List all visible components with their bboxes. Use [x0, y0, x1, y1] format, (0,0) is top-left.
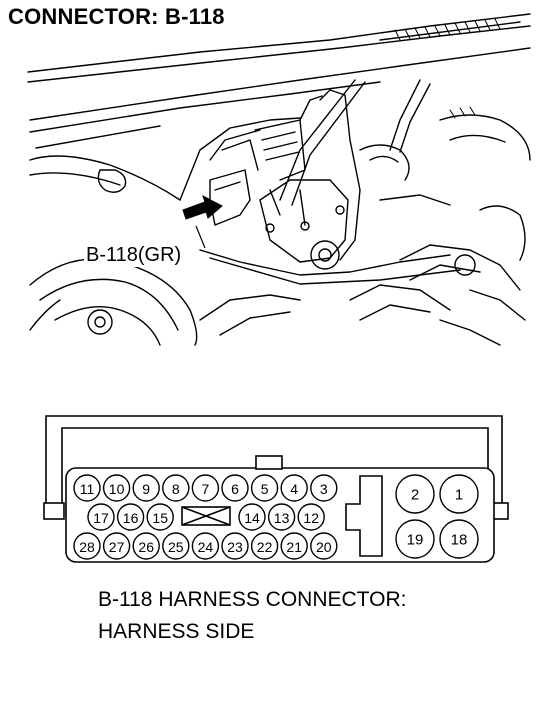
pin-label: 2 — [411, 487, 419, 504]
pin-13: 13 — [267, 503, 296, 531]
pin-10: 10 — [102, 474, 131, 502]
pin-2: 2 — [395, 474, 435, 514]
pin-label: 23 — [227, 539, 243, 555]
pin-label: 10 — [109, 481, 125, 497]
pin-27: 27 — [102, 532, 131, 560]
pin-26: 26 — [132, 532, 160, 560]
pin-11: 11 — [73, 474, 101, 502]
pin-5: 5 — [250, 474, 279, 502]
pin-label: 27 — [109, 539, 125, 555]
pin-label: 1 — [455, 487, 463, 504]
pin-label: 5 — [261, 481, 269, 497]
blanked-pin-cavity — [181, 506, 231, 526]
pin-24: 24 — [191, 532, 220, 560]
pin-label: 19 — [407, 532, 424, 549]
pin-7: 7 — [191, 474, 220, 502]
pin-label: 12 — [303, 510, 319, 526]
pin-20: 20 — [310, 532, 338, 560]
pin-1: 1 — [439, 474, 479, 514]
pin-label: 11 — [80, 481, 95, 497]
pin-label: 14 — [244, 510, 260, 526]
connector-caption: B-118 HARNESS CONNECTOR: HARNESS SIDE — [98, 584, 406, 648]
pin-28: 28 — [73, 532, 101, 560]
pin-label: 13 — [274, 510, 290, 526]
pin-15: 15 — [146, 503, 174, 531]
pin-16: 16 — [116, 503, 145, 531]
pin-17: 17 — [87, 503, 115, 531]
connector-housing — [45, 415, 503, 512]
pin-9: 9 — [132, 474, 160, 502]
pin-19: 19 — [395, 519, 435, 559]
pin-label: 15 — [152, 510, 168, 526]
connector-key — [255, 455, 283, 470]
pin-label: 28 — [79, 539, 95, 555]
pin-label: 25 — [168, 539, 184, 555]
pin-25: 25 — [162, 532, 190, 560]
pin-label: 6 — [231, 481, 239, 497]
pin-label: 26 — [138, 539, 154, 555]
pin-label: 4 — [290, 481, 298, 497]
pin-6: 6 — [221, 474, 249, 502]
pin-label: 18 — [451, 532, 468, 549]
pin-label: 21 — [286, 539, 302, 555]
pin-22: 22 — [250, 532, 279, 560]
pin-label: 20 — [316, 539, 332, 555]
pin-3: 3 — [310, 474, 338, 502]
pin-21: 21 — [280, 532, 308, 560]
pin-label: 17 — [93, 510, 109, 526]
page-title: CONNECTOR: B-118 — [8, 4, 225, 29]
connector-callout-label: B-118(GR) — [84, 244, 184, 267]
pin-label: 24 — [198, 539, 214, 555]
pin-4: 4 — [280, 474, 308, 502]
pin-label: 8 — [172, 481, 180, 497]
pin-8: 8 — [162, 474, 190, 502]
pin-12: 12 — [297, 503, 325, 531]
pin-label: 7 — [202, 481, 210, 497]
pin-label: 16 — [123, 510, 139, 526]
pin-23: 23 — [221, 532, 249, 560]
callout-arrow — [182, 194, 223, 220]
connector-latch — [345, 475, 383, 557]
pin-14: 14 — [238, 503, 266, 531]
caption-line-1: B-118 HARNESS CONNECTOR: — [98, 588, 407, 611]
pin-18: 18 — [439, 519, 479, 559]
pin-label: 3 — [320, 481, 328, 497]
connector-lock-bar — [61, 427, 489, 504]
pin-label: 9 — [142, 481, 150, 497]
pin-label: 22 — [257, 539, 273, 555]
caption-line-2: HARNESS SIDE — [98, 620, 255, 643]
